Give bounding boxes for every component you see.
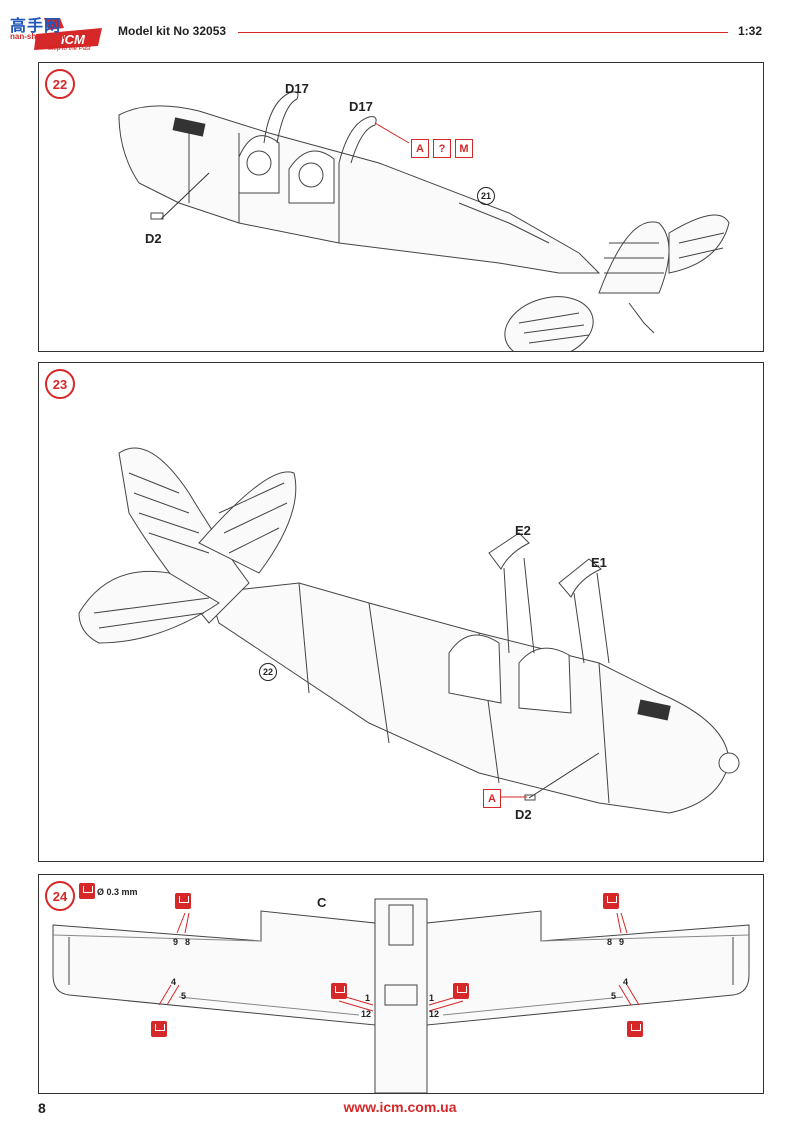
kit-scale: 1:32 bbox=[737, 24, 762, 38]
part-label-d17-left: D17 bbox=[285, 81, 309, 96]
hole-label: 5 bbox=[611, 991, 617, 1001]
part-label-d2: D2 bbox=[145, 231, 162, 246]
part-label-c: C bbox=[317, 895, 327, 910]
icm-logo-mark: ICM bbox=[34, 18, 102, 50]
callout-box-a: A bbox=[483, 789, 501, 808]
hole-label: 5 bbox=[181, 991, 187, 1001]
logo-cn-text: 高手网 bbox=[10, 18, 62, 35]
part-label-e1: E1 bbox=[591, 555, 607, 570]
hole-label: 12 bbox=[361, 1009, 372, 1019]
svg-text:ICM: ICM bbox=[61, 32, 86, 47]
reference-step-21: 21 bbox=[477, 187, 495, 205]
step-23-panel: 23 E2 E1 D2 22 A bbox=[38, 362, 764, 862]
drill-hole-icon bbox=[331, 983, 347, 999]
part-label-d2: D2 bbox=[515, 807, 532, 822]
hole-label: 4 bbox=[623, 977, 629, 987]
drill-hole-icon bbox=[603, 893, 619, 909]
hole-label: 4 bbox=[171, 977, 177, 987]
drill-hole-icon bbox=[175, 893, 191, 909]
hole-label: 9 bbox=[173, 937, 179, 947]
step-number-badge: 22 bbox=[45, 69, 75, 99]
hole-label: 1 bbox=[365, 993, 371, 1003]
icm-logo: ICM 高手网 nan-shou.com Step to the Past bbox=[6, 6, 106, 56]
step-22-drawing bbox=[118, 91, 730, 351]
hole-label: 1 bbox=[429, 993, 435, 1003]
drill-hole-icon bbox=[151, 1021, 167, 1037]
page-header: ICM 高手网 nan-shou.com Step to the Past Mo… bbox=[0, 0, 800, 60]
hole-label: 8 bbox=[607, 937, 613, 947]
callout-box-question: ? bbox=[433, 139, 451, 158]
logo-site-text: nan-shou.com bbox=[10, 32, 65, 41]
step-24-drawing bbox=[52, 898, 750, 1093]
step-number-badge: 24 bbox=[45, 881, 75, 911]
hole-label: 8 bbox=[185, 937, 191, 947]
hole-label: 12 bbox=[429, 1009, 440, 1019]
logo-slogan: Step to the Past bbox=[48, 46, 91, 52]
drill-diameter-note: Ø 0.3 mm bbox=[97, 887, 138, 897]
reference-step-22: 22 bbox=[259, 663, 277, 681]
header-rule bbox=[238, 32, 728, 33]
step-number-badge: 23 bbox=[45, 369, 75, 399]
drill-hole-icon bbox=[453, 983, 469, 999]
step-24-panel: 24 Ø 0.3 mm C 9 8 4 5 1 12 1 12 8 9 5 4 bbox=[38, 874, 764, 1094]
callout-box-a: A bbox=[411, 139, 429, 158]
step-23-drawing bbox=[78, 447, 740, 814]
page-number: 8 bbox=[38, 1100, 46, 1116]
footer-website-link[interactable]: www.icm.com.ua bbox=[343, 1099, 457, 1115]
part-label-e2: E2 bbox=[515, 523, 531, 538]
hole-label: 9 bbox=[619, 937, 625, 947]
drill-hole-icon bbox=[627, 1021, 643, 1037]
drill-hole-icon bbox=[79, 883, 95, 899]
callout-box-m: M bbox=[455, 139, 473, 158]
part-label-d17-right: D17 bbox=[349, 99, 373, 114]
model-kit-number: Model kit No 32053 bbox=[118, 24, 227, 38]
step-22-panel: 22 D17 D17 D2 21 A ? M bbox=[38, 62, 764, 352]
